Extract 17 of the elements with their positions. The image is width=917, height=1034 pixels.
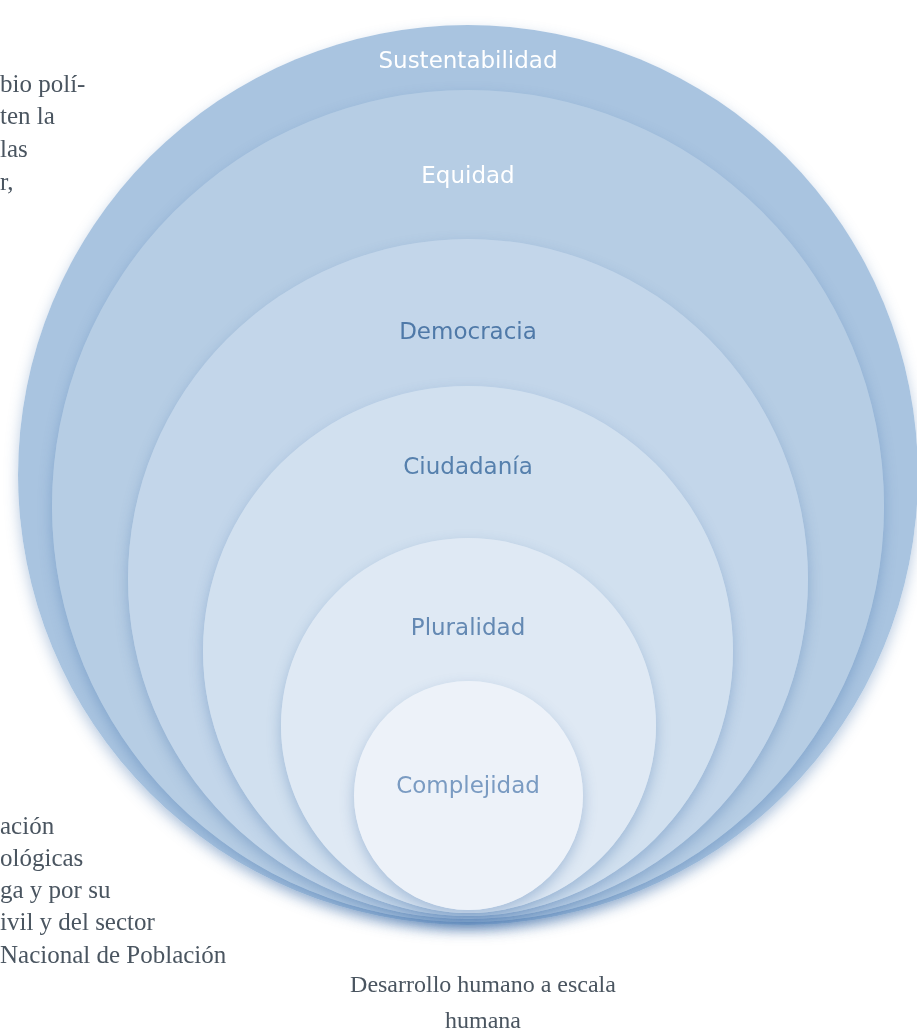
circle-label: Ciudadanía (403, 453, 533, 479)
text-fragment: r, (0, 168, 14, 196)
text-fragment: ación (0, 812, 55, 840)
text-fragment: ivil y del sector (0, 908, 155, 936)
circle-label: Equidad (421, 162, 515, 188)
text-fragment: bio polí- (0, 70, 86, 98)
nested-circle (353, 681, 583, 910)
text-fragment: Nacional de Población (0, 941, 227, 969)
circle-label: Complejidad (396, 772, 540, 798)
circle-label: Democracia (399, 318, 537, 344)
text-fragment: las (0, 135, 28, 163)
caption: Desarrollo humano a escala humana (349, 970, 617, 1034)
circle-label: Sustentabilidad (378, 47, 558, 73)
text-fragment: ten la (0, 102, 55, 130)
circle-label: Pluralidad (410, 614, 526, 640)
text-fragment: ga y por su (0, 876, 111, 904)
text-fragment: ológicas (0, 844, 84, 872)
